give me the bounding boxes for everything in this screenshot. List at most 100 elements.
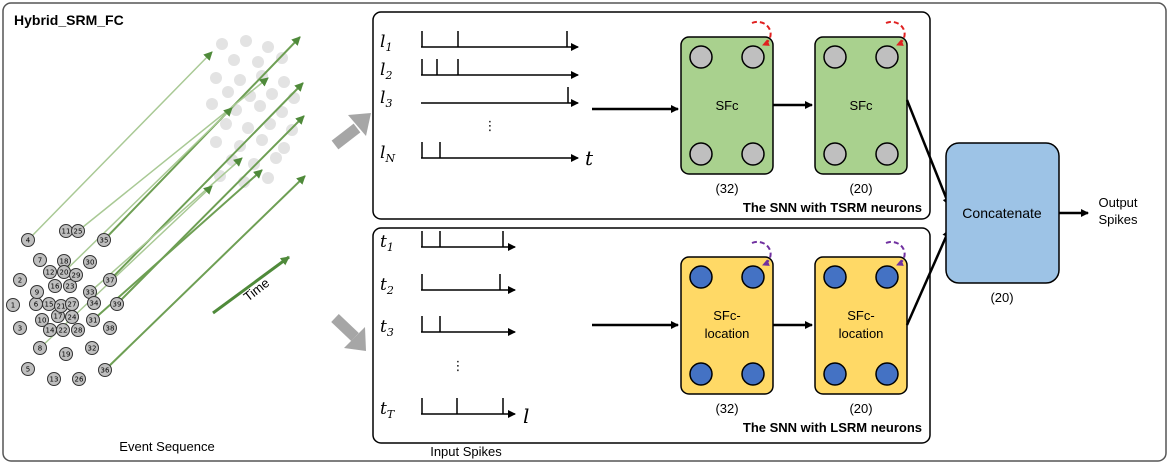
tsrm-layer-1-label: SFc bbox=[715, 98, 739, 113]
event-node-label: 22 bbox=[59, 327, 68, 335]
event-trajectory-line bbox=[89, 157, 243, 293]
lsrm-recurrent-loop-1 bbox=[751, 240, 772, 266]
cloud-dot bbox=[270, 152, 282, 164]
input-spikes-caption: Input Spikes bbox=[430, 444, 502, 459]
event-node bbox=[103, 273, 117, 287]
cloud-dot bbox=[228, 54, 240, 66]
neuron bbox=[823, 265, 847, 289]
cloud-dot bbox=[210, 72, 222, 84]
event-trajectory-line bbox=[116, 115, 305, 305]
neuron bbox=[875, 265, 899, 289]
event-node bbox=[103, 321, 117, 335]
event-node bbox=[6, 298, 20, 312]
event-node-label: 3 bbox=[18, 325, 22, 333]
neuron bbox=[689, 142, 713, 166]
event-node-label: 21 bbox=[57, 303, 66, 311]
cloud-dot bbox=[230, 104, 242, 116]
event-node bbox=[71, 224, 85, 238]
event-node-label: 38 bbox=[106, 325, 115, 333]
event-node-label: 20 bbox=[60, 269, 69, 277]
event-node bbox=[21, 362, 35, 376]
lsrm-panel bbox=[372, 227, 931, 444]
event-node-label: 17 bbox=[54, 313, 63, 321]
event-node bbox=[87, 296, 101, 310]
output-label-line-1: Output bbox=[1098, 195, 1137, 210]
event-node-label: 30 bbox=[86, 259, 95, 267]
lsrm-layer-1-label-line-2: location bbox=[705, 326, 750, 341]
event-node-label: 2 bbox=[18, 277, 22, 285]
neuron bbox=[689, 265, 713, 289]
event-node bbox=[63, 279, 77, 293]
event-nodes: 1234567891011121314151617181920212223242… bbox=[6, 224, 124, 386]
event-sequence-caption: Event Sequence bbox=[119, 439, 214, 454]
lsrm-layer-1-size: (32) bbox=[715, 401, 738, 416]
cloud-dot bbox=[288, 92, 300, 104]
tsrm-sfc-layer-1: SFc bbox=[680, 36, 774, 175]
neuron bbox=[875, 45, 899, 69]
event-node-label: 39 bbox=[113, 301, 122, 309]
event-node bbox=[97, 233, 111, 247]
fork-arrow-top bbox=[331, 113, 371, 150]
event-trajectory-line bbox=[63, 107, 233, 273]
event-node-label: 26 bbox=[75, 376, 84, 384]
event-node bbox=[13, 273, 27, 287]
tsrm-neurons bbox=[689, 45, 899, 166]
event-node-label: 7 bbox=[38, 257, 42, 265]
lsrm-neurons bbox=[689, 265, 899, 386]
event-trajectory-line bbox=[104, 175, 306, 371]
event-node-label: 1 bbox=[11, 302, 15, 310]
tsrm-time-axis-symbol: t bbox=[585, 146, 594, 170]
concatenate-label: Concatenate bbox=[962, 205, 1042, 221]
event-node bbox=[110, 297, 124, 311]
event-node bbox=[48, 279, 62, 293]
cloud-dot bbox=[210, 136, 222, 148]
event-trajectory-line bbox=[77, 77, 269, 232]
tsrm-panel bbox=[372, 11, 931, 220]
event-node-label: 5 bbox=[26, 366, 30, 374]
event-node bbox=[65, 297, 79, 311]
lsrm-layer-2-label-line-1: SFc- bbox=[847, 308, 874, 323]
event-node-label: 37 bbox=[106, 277, 115, 285]
cloud-dot bbox=[276, 52, 288, 64]
event-node bbox=[30, 285, 44, 299]
tsrm-panel-caption: The SNN with TSRM neurons bbox=[743, 200, 922, 215]
neuron bbox=[741, 265, 765, 289]
event-node bbox=[35, 313, 49, 327]
fork-arrow-bottom bbox=[331, 314, 366, 351]
neuron bbox=[689, 45, 713, 69]
neuron bbox=[741, 362, 765, 386]
lsrm-sfc-location-layer-2: SFc- location bbox=[814, 256, 908, 395]
cloud-dot bbox=[222, 86, 234, 98]
tsrm-layer-2-size: (20) bbox=[849, 181, 872, 196]
neuron bbox=[741, 142, 765, 166]
cloud-dot bbox=[234, 74, 246, 86]
lsrm-sfc-location-layer-1: SFc- location bbox=[680, 256, 774, 395]
event-node bbox=[33, 253, 47, 267]
cloud-dot bbox=[278, 76, 290, 88]
event-node bbox=[59, 347, 73, 361]
lsrm-location-axis-symbol: l bbox=[523, 404, 529, 428]
event-node-label: 15 bbox=[45, 301, 54, 309]
cloud-dot bbox=[256, 134, 268, 146]
event-node bbox=[56, 323, 70, 337]
neuron bbox=[823, 362, 847, 386]
event-node-label: 32 bbox=[88, 345, 97, 353]
event-node bbox=[98, 363, 112, 377]
time-arrow bbox=[212, 255, 290, 315]
event-node-label: 4 bbox=[26, 237, 31, 245]
event-node-label: 8 bbox=[38, 345, 42, 353]
lsrm-to-concat-arrow bbox=[905, 229, 951, 326]
event-node-label: 27 bbox=[68, 301, 77, 309]
diagram-title: Hybrid_SRM_FC bbox=[14, 12, 124, 28]
neuron bbox=[875, 362, 899, 386]
event-node bbox=[83, 255, 97, 269]
event-node-label: 31 bbox=[89, 317, 98, 325]
event-node-label: 33 bbox=[86, 289, 95, 297]
tsrm-recurrent-loop-2 bbox=[885, 20, 906, 46]
cloud-dot bbox=[278, 142, 290, 154]
lsrm-layer-1-label-line-1: SFc- bbox=[713, 308, 740, 323]
cloud-dot bbox=[240, 35, 252, 47]
cloud-dot bbox=[214, 170, 226, 182]
event-node-label: 10 bbox=[38, 317, 47, 325]
